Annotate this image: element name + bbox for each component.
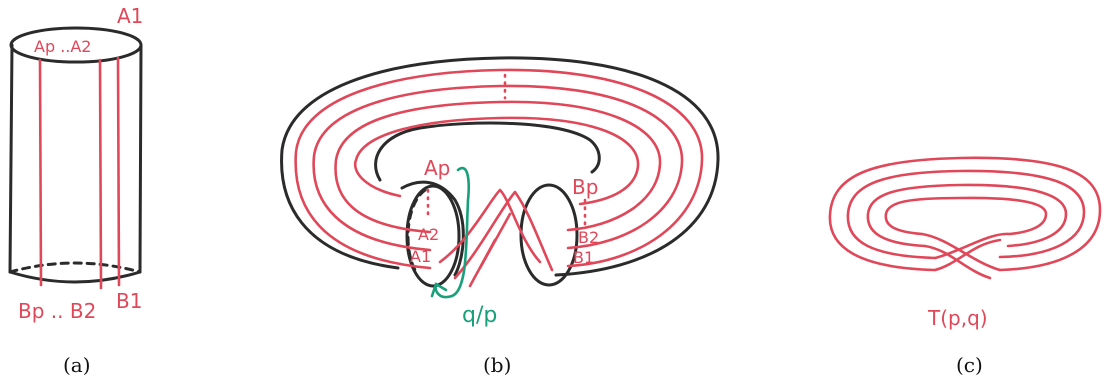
cylinder-bottom-back-dashed (10, 263, 140, 272)
cylinder-bottom-front (10, 272, 140, 282)
label-bp-b2: Bp .. B2 (18, 299, 96, 323)
label-b1: B1 (116, 289, 142, 313)
torus-strand-middle (314, 86, 682, 250)
panel-c-knot: T(p,q) (c) (830, 158, 1100, 377)
cross-section-right (521, 185, 577, 285)
label-b-ap: Ap (424, 156, 450, 180)
label-ap-a2: Ap ..A2 (34, 37, 91, 56)
torus-outer-boundary (282, 58, 718, 275)
twist-strand-2 (455, 192, 552, 278)
label-b-bp: Bp (572, 175, 598, 199)
knot-strand-inner (868, 185, 1066, 246)
strand-1 (118, 58, 119, 285)
caption-b: (b) (483, 353, 511, 377)
cylinder-left-edge (10, 45, 12, 272)
cylinder-right-edge (140, 45, 141, 272)
label-b-a1: A1 (410, 247, 431, 266)
label-knot: T(p,q) (927, 306, 988, 330)
label-a1: A1 (117, 4, 143, 28)
torus-inner-hole-left (376, 123, 600, 180)
label-b-b1: B1 (573, 248, 594, 267)
strand-p (40, 60, 41, 285)
knot-cross-4 (935, 234, 1010, 258)
strand-2 (100, 60, 101, 288)
panel-a-cylinder: A1 Ap ..A2 Bp .. B2 B1 (a) (10, 4, 143, 377)
caption-a: (a) (63, 353, 91, 377)
knot-cross-2 (922, 234, 1000, 270)
torus-strand-inner (336, 102, 661, 232)
knot-strand-inner2 (886, 198, 1046, 234)
caption-c: (c) (956, 353, 983, 377)
panel-b-torus: Ap A2 A1 Bp B2 B1 q/p (b) (282, 58, 718, 377)
label-b-a2: A2 (418, 225, 439, 244)
label-b-b2: B2 (578, 228, 599, 247)
label-twist: q/p (462, 303, 497, 328)
